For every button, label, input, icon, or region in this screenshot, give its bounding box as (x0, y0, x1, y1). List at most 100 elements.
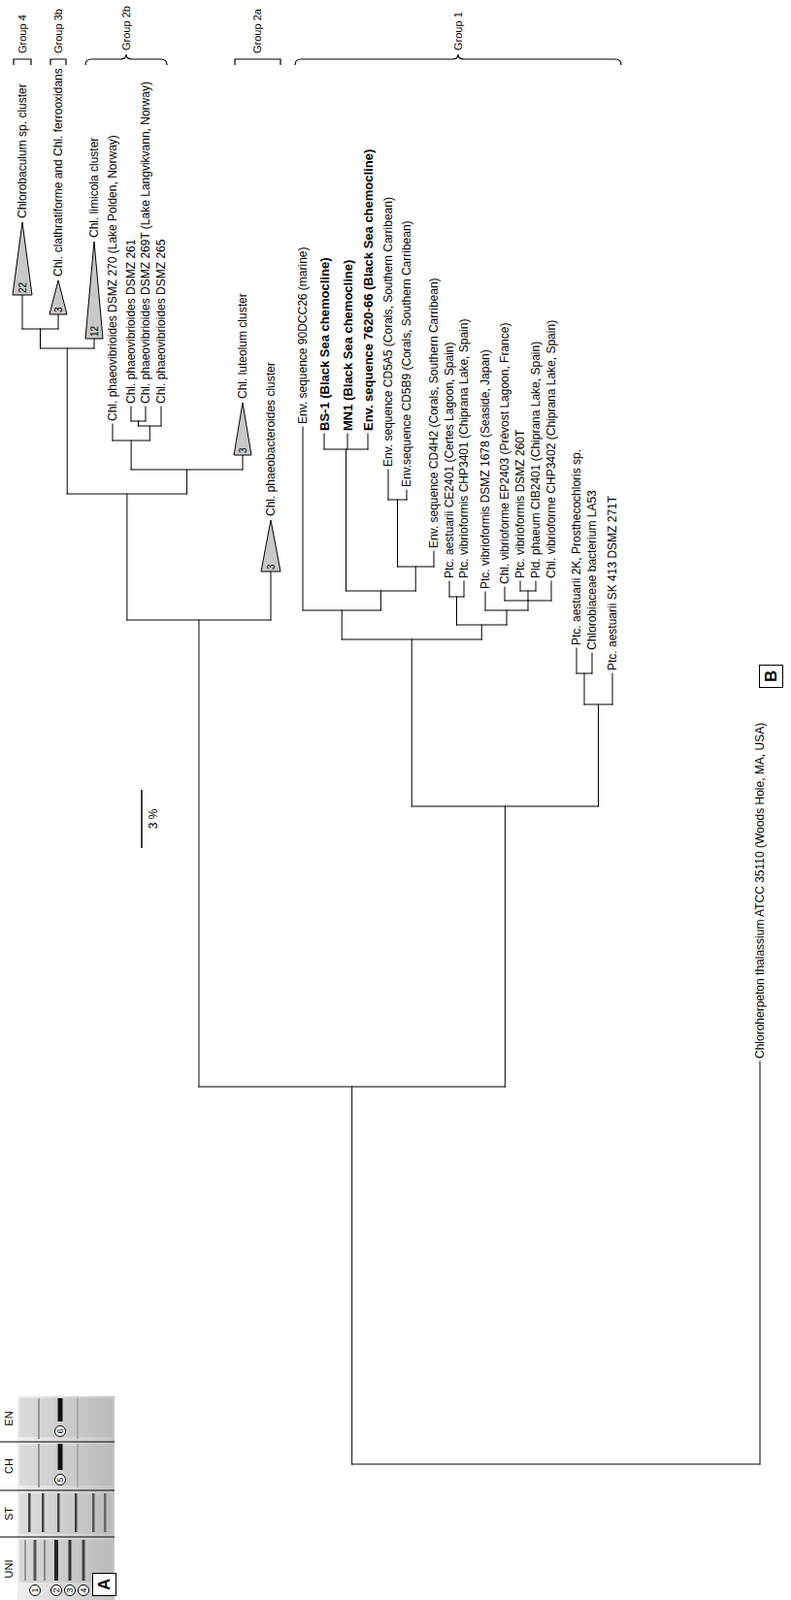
tree-label: Chl. phaeovibrioides DSMZ 269T (Lake Lan… (138, 81, 153, 404)
band-circle-shape (55, 1426, 66, 1438)
tree-label: Ptc. aestuarii 2K, Prosthecochloris sp. (569, 449, 584, 646)
cluster-name: Chl. clathratiforme and Chl. ferrooxidan… (51, 67, 66, 277)
tree-branch (352, 1464, 760, 1466)
group-label: Group 4 (16, 14, 30, 54)
tree-branch (351, 1087, 353, 1465)
panel-letter-box: A (92, 1573, 117, 1597)
tree-branch (22, 295, 24, 330)
lane-label: ST (2, 1507, 16, 1521)
tree-label: Chl. vibrioforme CHP3402 (Chiprana Lake,… (544, 320, 559, 579)
tree-branch (388, 469, 390, 500)
gel-band (74, 1493, 78, 1533)
group-label: Group 1 (452, 11, 465, 51)
tree-branch (463, 581, 465, 597)
tree-branch (481, 625, 483, 640)
gel-band (28, 1493, 32, 1533)
tree-label: BS-1 (Black Sea chemocline) (317, 258, 332, 431)
cluster-triangle-shape (85, 241, 103, 339)
cluster-triangle-shape (49, 280, 67, 315)
tree-branch (396, 499, 398, 567)
tree-branch (576, 648, 578, 674)
tree-branch (345, 449, 347, 592)
tree-branch (161, 406, 163, 427)
gel-band (43, 1540, 46, 1582)
tree-label: Chlorobiaceae bacterium LA53 (585, 490, 599, 651)
tree-branch (149, 426, 151, 441)
tree-branch (367, 433, 369, 450)
cluster-triangle: 12Chl. limicola cluster (85, 135, 103, 339)
band-marker: 1 (29, 1584, 41, 1597)
tree-branch (186, 469, 188, 495)
tree-branch (433, 551, 435, 567)
tree-branch (197, 620, 199, 1088)
tree-branch (456, 596, 458, 626)
band-circle-shape (55, 1475, 66, 1486)
tree-branch (58, 314, 60, 330)
cluster-triangle: 3 Chl. clathratiforme and Chl. ferrooxida… (49, 65, 67, 315)
cluster-name: Chl. luteolum cluster (235, 293, 250, 399)
tree-branch (759, 1061, 761, 1465)
group-bracket (234, 59, 281, 66)
gel-band (37, 1398, 40, 1440)
band-number: 6 (54, 1425, 66, 1438)
group-brace (295, 54, 622, 66)
tree-branch (242, 455, 244, 470)
scale-bar (140, 790, 143, 849)
tree-branch (270, 571, 272, 621)
gel-lane (19, 1445, 113, 1486)
group-brackets (13, 54, 622, 66)
panel-letter: A (95, 1579, 114, 1591)
cluster-triangle: 22Chlorobaculum sp. cluster (12, 81, 33, 296)
tree-branch (145, 406, 147, 422)
gel-band (92, 1493, 96, 1533)
cluster-triangle-shape (12, 222, 33, 296)
band-marker: 3 (64, 1584, 76, 1597)
band-circle-shape (78, 1585, 90, 1597)
band-number: 4 (77, 1584, 90, 1597)
tree-branch (504, 587, 506, 601)
tree-branch (520, 581, 522, 592)
tree-branch (341, 610, 343, 640)
tree-label: Chl. vibrioforme EP2403 (Prévost Lagoon,… (497, 323, 512, 585)
tree-branch (347, 433, 349, 450)
tree-label: MN1 (Black Sea chemocline) (340, 260, 356, 431)
tree-label: Env. sequence CD5A5 (Corals, Southern Ca… (381, 197, 396, 467)
cluster-triangle: 3Chl. luteolum cluster (233, 291, 252, 456)
tree-branch (39, 329, 41, 349)
lane-label: EN (2, 1411, 16, 1426)
gel-band (76, 1444, 79, 1488)
gel-image (0, 1396, 115, 1600)
group-bracket (50, 59, 66, 66)
tree-branch (449, 581, 451, 597)
group-label: Group 2a (251, 8, 264, 54)
gel-lane (19, 1493, 113, 1535)
group-label: Group 3b (52, 8, 66, 54)
band-number: 5 (54, 1474, 66, 1486)
cluster-count: 12 (89, 326, 100, 337)
tree-branch (415, 566, 417, 592)
tree-label: Ptc. vibrioformis DSMZ 1678 (Seaside, Ja… (478, 349, 493, 590)
lane-separator (0, 1490, 115, 1492)
tree-label: Chl. phaeovibrioides DSMZ 261 (124, 239, 138, 404)
tree-branch (411, 639, 413, 807)
band-number: 3 (64, 1584, 76, 1597)
tree-branch (380, 591, 382, 611)
tree-branch (527, 591, 529, 601)
gel-band (33, 1540, 37, 1582)
scale-label: 3 % (146, 809, 161, 830)
lane-label: CH (2, 1458, 16, 1475)
tree-label: Chl. phaeovibrioides DSMZ 270 (Lake Pold… (105, 134, 120, 422)
gel-lane (19, 1398, 113, 1438)
tree-label: Env.sequence CD5B9 (Corals, Southern Car… (399, 220, 414, 488)
cluster-count: 3 (53, 306, 65, 313)
tree-branch (406, 490, 408, 500)
band-marker: 4 (77, 1584, 90, 1597)
lane-label: UNI (2, 1560, 16, 1580)
tree-branch (535, 581, 537, 592)
band-circle-shape (65, 1585, 76, 1597)
cluster-count: 22 (17, 282, 29, 294)
tree-branch (112, 424, 114, 441)
gel-band (41, 1493, 45, 1533)
tree-branch (94, 338, 96, 349)
tree-branch (324, 433, 326, 450)
